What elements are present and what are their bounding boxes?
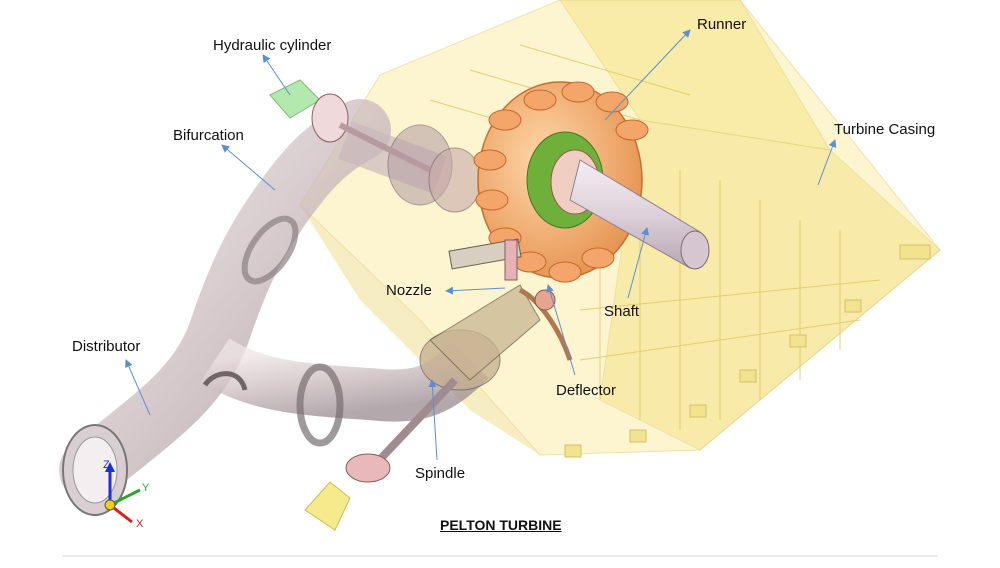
leader-turbine-casing bbox=[817, 139, 837, 186]
leader-deflector bbox=[546, 284, 576, 376]
leader-hydraulic-cylinder bbox=[262, 54, 291, 96]
leader-distributor bbox=[125, 359, 151, 416]
axis-triad bbox=[104, 462, 141, 524]
axis-origin bbox=[104, 499, 116, 511]
leader-lines bbox=[125, 29, 837, 461]
leader-bifurcation bbox=[221, 144, 276, 191]
label-turbine-casing: Turbine Casing bbox=[834, 121, 936, 138]
label-nozzle: Nozzle bbox=[386, 282, 432, 299]
leader-shaft bbox=[627, 227, 650, 299]
hydraulic-cylinder-part bbox=[269, 79, 432, 173]
spindle-end-part bbox=[304, 481, 351, 531]
leader-nozzle bbox=[445, 286, 506, 295]
axis-y-line bbox=[109, 488, 141, 507]
axis-x-label: X bbox=[136, 518, 144, 530]
penstock-piping bbox=[59, 99, 541, 516]
axis-y-label: Y bbox=[142, 482, 150, 494]
axis-z-label: Z bbox=[103, 459, 110, 471]
label-shaft: Shaft bbox=[604, 303, 640, 320]
label-bifurcation: Bifurcation bbox=[173, 127, 244, 144]
leader-runner bbox=[604, 29, 691, 121]
label-deflector: Deflector bbox=[556, 382, 617, 399]
label-spindle: Spindle bbox=[415, 465, 466, 482]
leader-spindle bbox=[428, 379, 438, 461]
shaft-part bbox=[569, 159, 710, 270]
bottom-divider bbox=[62, 555, 938, 557]
label-hydraulic-cylinder: Hydraulic cylinder bbox=[213, 37, 332, 54]
label-runner: Runner bbox=[697, 16, 747, 33]
diagram-title: PELTON TURBINE bbox=[440, 517, 562, 533]
nozzle-deflector-part bbox=[448, 238, 573, 361]
label-distributor: Distributor bbox=[72, 338, 141, 355]
